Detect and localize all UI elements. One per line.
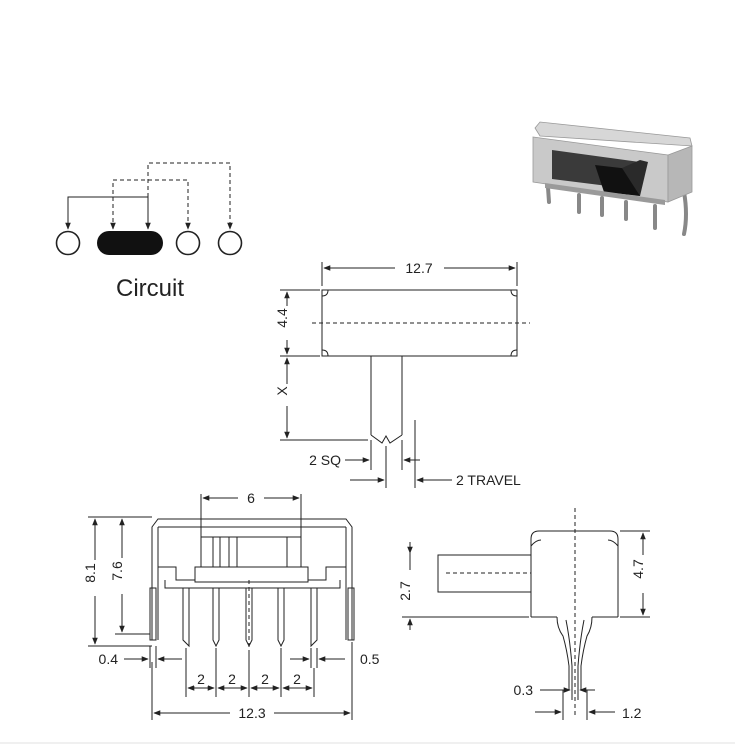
footer-strip bbox=[0, 742, 735, 744]
dim-side-pin-thickness: 0.3 bbox=[514, 682, 534, 698]
dim-pin-span: 1.2 bbox=[622, 705, 642, 721]
dim-pitch-1: 2 bbox=[197, 671, 205, 687]
dim-top-height: 4.4 bbox=[274, 308, 290, 328]
dim-pitch-2: 2 bbox=[228, 671, 236, 687]
circuit-caption: Circuit bbox=[116, 275, 184, 302]
dim-actuator-height: 2.7 bbox=[397, 581, 413, 601]
dim-side-height: 4.7 bbox=[630, 559, 646, 579]
dotted-connection-2 bbox=[147, 162, 233, 230]
dim-pitch-4: 2 bbox=[293, 671, 301, 687]
dim-stem-length: X bbox=[274, 386, 290, 396]
front-pins bbox=[149, 580, 355, 650]
slider-contact bbox=[97, 231, 163, 255]
product-photo bbox=[532, 121, 693, 236]
dim-overall-width: 12.3 bbox=[238, 705, 265, 721]
circuit-schematic: Circuit bbox=[55, 162, 243, 302]
front-actuator bbox=[200, 518, 302, 538]
dim-pin-thickness: 0.5 bbox=[360, 651, 380, 667]
terminal-circle-2 bbox=[175, 230, 201, 256]
dim-travel: 2 TRAVEL bbox=[456, 472, 521, 488]
dim-stem-sq: 2 SQ bbox=[309, 452, 341, 468]
top-view: 12.7 4.4 X 2 SQ 2 TRAVEL bbox=[274, 260, 530, 488]
dim-total-height: 8.1 bbox=[82, 563, 98, 583]
dim-pin-width: 0.4 bbox=[99, 651, 119, 667]
terminal-circle-1 bbox=[55, 230, 81, 256]
terminal-circle-3 bbox=[217, 230, 243, 256]
dim-body-height: 7.6 bbox=[109, 561, 125, 581]
front-view: 6 8.1 7.6 0.4 0.5 bbox=[82, 490, 380, 721]
side-view: 2.7 4.7 0.3 1.2 bbox=[397, 508, 650, 721]
dim-actuator-width: 6 bbox=[247, 490, 255, 506]
solid-connection bbox=[65, 196, 151, 230]
dim-pitch-3: 2 bbox=[261, 671, 269, 687]
dim-top-width: 12.7 bbox=[405, 260, 432, 276]
dotted-connection-1 bbox=[110, 179, 191, 230]
